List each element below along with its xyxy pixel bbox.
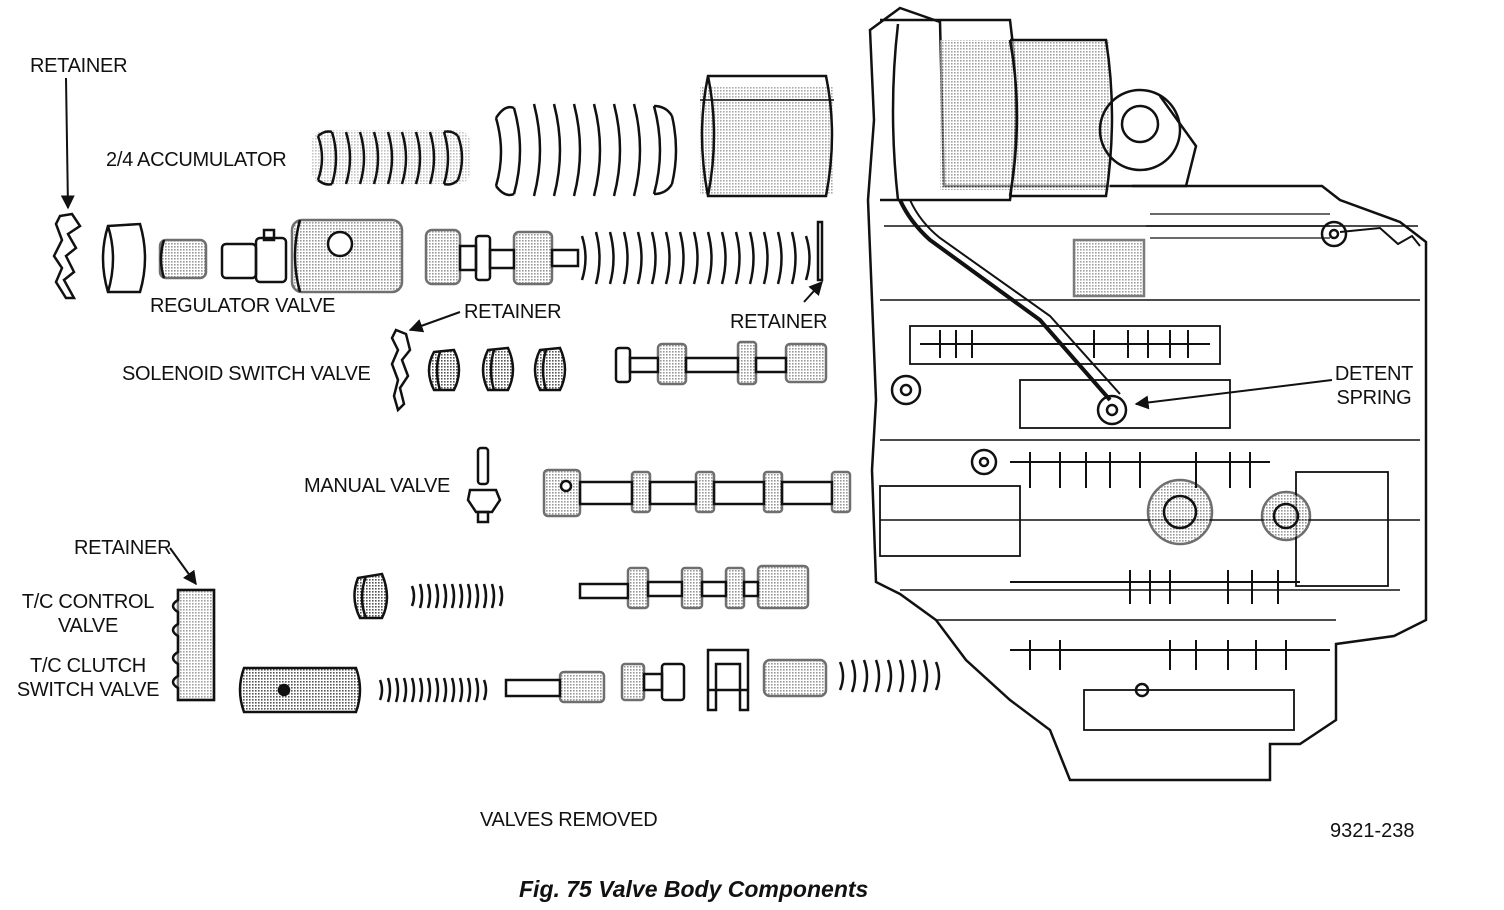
label-tc-control-line1: T/C CONTROL bbox=[21, 591, 155, 613]
tc-clutch-plug bbox=[762, 658, 828, 698]
tc-control-spool bbox=[578, 564, 810, 610]
valve-body-casting bbox=[866, 6, 1428, 782]
label-retainer-right: RETAINER bbox=[730, 311, 828, 333]
regulator-plug-1 bbox=[101, 222, 147, 294]
label-retainer-top: RETAINER bbox=[30, 55, 128, 77]
solenoid-plug-2 bbox=[481, 346, 515, 392]
tc-clutch-spring bbox=[378, 677, 488, 703]
figure-id: 9321-238 bbox=[1330, 820, 1415, 842]
regulator-plug-3 bbox=[220, 228, 288, 284]
tc-clutch-spring-end bbox=[838, 659, 941, 693]
retainer-clip-left bbox=[52, 212, 82, 300]
tc-clutch-spool-small bbox=[620, 662, 686, 702]
arrow-retainer-mid bbox=[408, 311, 461, 333]
tc-control-spring bbox=[410, 583, 504, 609]
label-regulator-valve: REGULATOR VALVE bbox=[150, 295, 336, 317]
detent-spring-arm bbox=[898, 199, 1421, 426]
tc-clutch-pin bbox=[504, 670, 606, 704]
label-detent-line1: DETENT bbox=[1334, 363, 1414, 385]
accumulator-piston bbox=[700, 74, 834, 198]
tc-clutch-sleeve bbox=[238, 666, 362, 714]
label-retainer-mid: RETAINER bbox=[464, 301, 562, 323]
label-tc-clutch-line2: SWITCH VALVE bbox=[16, 679, 160, 701]
solenoid-switch-spool bbox=[614, 340, 828, 386]
solenoid-plug-1 bbox=[427, 348, 461, 392]
arrow-detent-spring bbox=[1134, 379, 1333, 410]
casting-valve-bores bbox=[920, 213, 1330, 670]
regulator-sleeve bbox=[290, 218, 404, 294]
label-tc-clutch-switch-valve: T/C CLUTCH SWITCH VALVE bbox=[10, 654, 166, 702]
manual-valve-pin bbox=[466, 446, 502, 524]
regulator-plug-2 bbox=[158, 238, 208, 280]
regulator-spring bbox=[580, 220, 824, 285]
tc-control-plug bbox=[353, 572, 389, 620]
label-retainer-bottom: RETAINER bbox=[74, 537, 172, 559]
retainer-clip-mid bbox=[390, 328, 412, 413]
arrow-retainer-top bbox=[60, 77, 75, 210]
label-tc-control-line2: VALVE bbox=[57, 615, 118, 637]
solenoid-plug-3 bbox=[533, 346, 567, 392]
figure-caption: Fig. 75 Valve Body Components bbox=[519, 876, 869, 902]
arrow-retainer-right bbox=[803, 280, 823, 303]
label-tc-control-valve: T/C CONTROL VALVE bbox=[10, 590, 166, 638]
label-detent-spring: DETENT SPRING bbox=[1326, 362, 1422, 410]
regulator-valve-spool bbox=[424, 228, 580, 286]
label-manual-valve: MANUAL VALVE bbox=[304, 475, 451, 497]
leader-arrows bbox=[60, 77, 1333, 586]
arrow-retainer-bottom bbox=[169, 547, 197, 586]
accumulator-spring-large bbox=[494, 103, 678, 197]
label-solenoid-switch-valve: SOLENOID SWITCH VALVE bbox=[122, 363, 371, 385]
manual-valve-spool bbox=[542, 468, 852, 518]
label-detent-line2: SPRING bbox=[1336, 387, 1412, 409]
retainer-block bbox=[171, 588, 216, 702]
label-accumulator: 2/4 ACCUMULATOR bbox=[106, 149, 287, 171]
accumulator-spring-small bbox=[312, 130, 470, 186]
casting-top-cylinder bbox=[880, 18, 1198, 202]
label-tc-clutch-line1: T/C CLUTCH bbox=[30, 655, 146, 677]
tc-clutch-clip bbox=[706, 648, 750, 712]
label-valves-removed: VALVES REMOVED bbox=[480, 809, 658, 831]
